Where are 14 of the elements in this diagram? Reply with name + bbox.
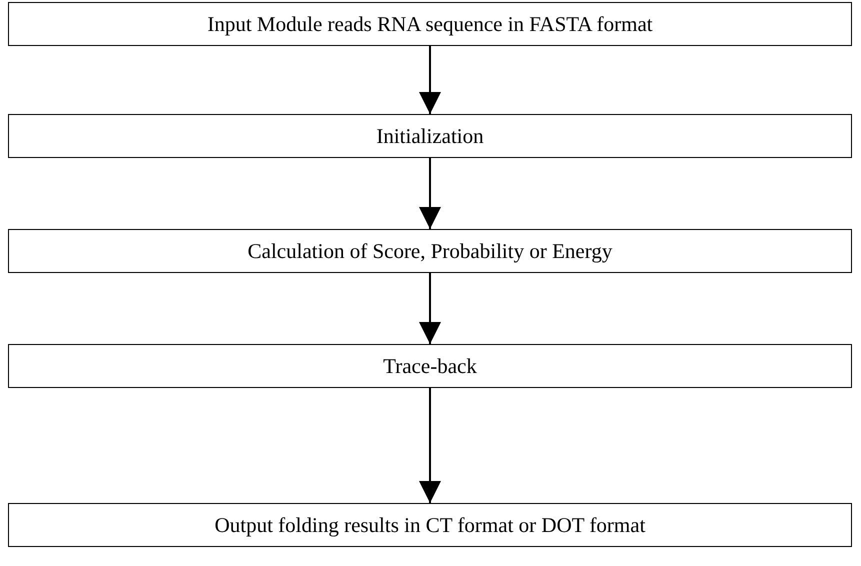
box-label: Output folding results in CT format or DOT format: [214, 512, 646, 538]
box-label: Trace-back: [383, 354, 477, 378]
process-box: [8, 2, 852, 46]
box-label: Initialization: [376, 124, 484, 148]
process-box: [8, 503, 852, 547]
box-label: Calculation of Score, Probability or Energy: [248, 238, 612, 264]
arrow: [419, 158, 441, 229]
process-box: [8, 229, 852, 273]
arrow: [419, 46, 441, 114]
arrow: [419, 388, 441, 503]
process-box: [8, 344, 852, 388]
box-label: Input Module reads RNA sequence in FASTA format: [207, 12, 653, 36]
process-box: [8, 114, 852, 158]
arrow: [419, 273, 441, 344]
